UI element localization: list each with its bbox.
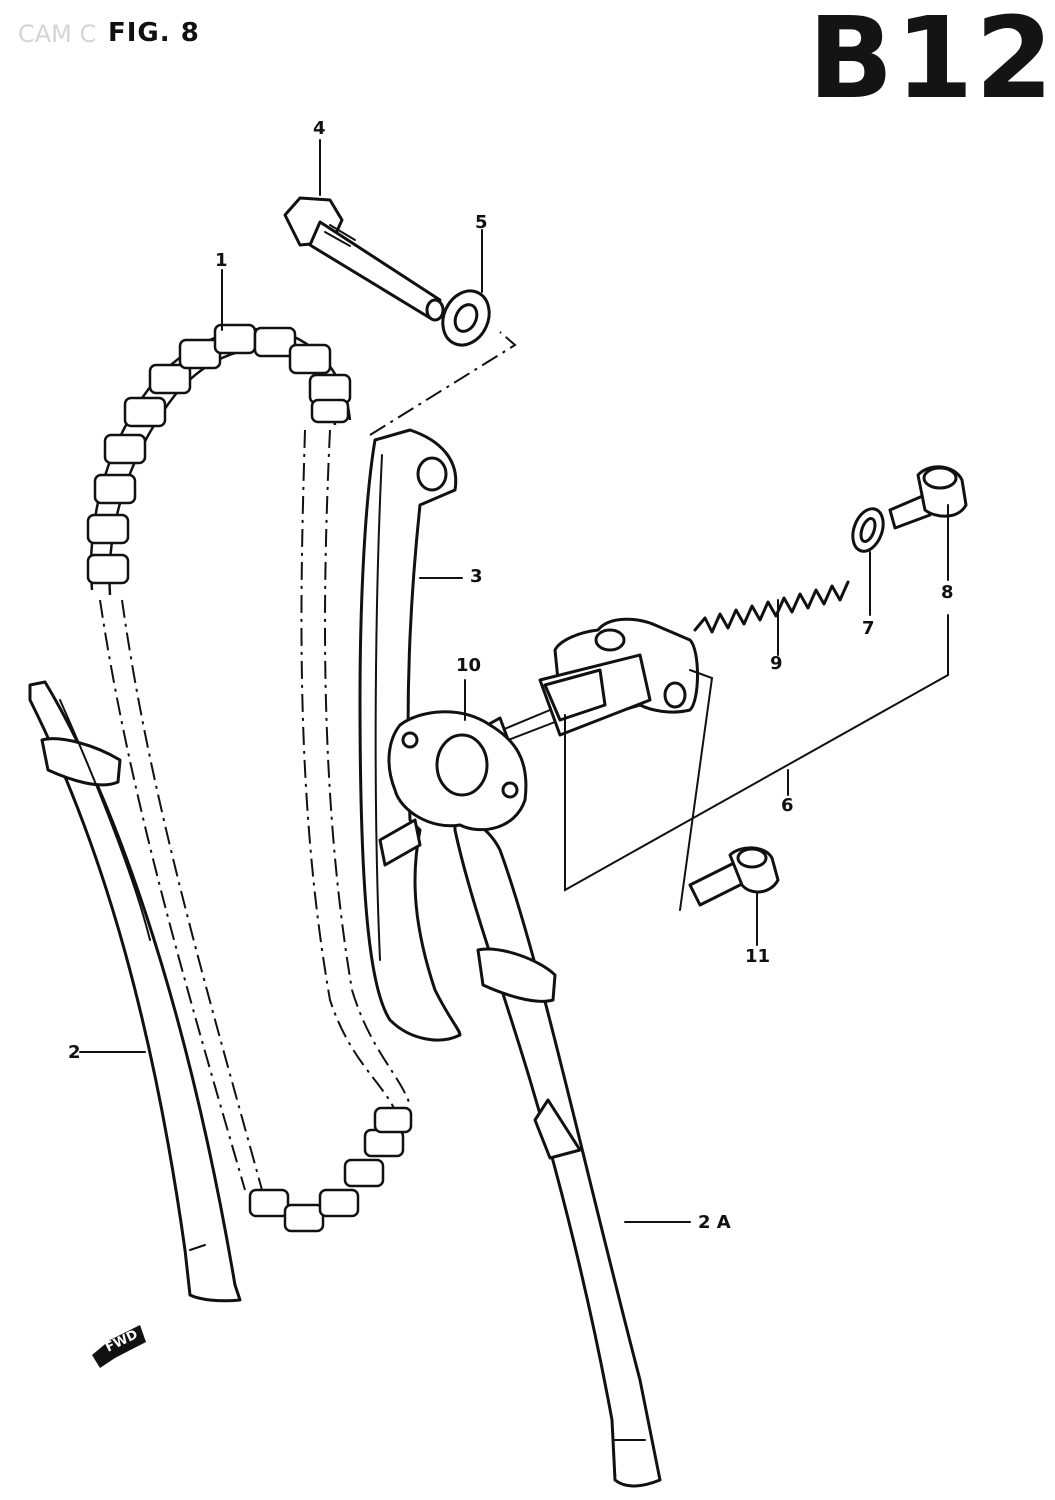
leader-lines: [79, 139, 949, 1223]
cam-chain: [86, 323, 413, 1233]
pivot-bolt: [283, 196, 445, 322]
gasket-7: [851, 507, 885, 553]
callout-1: 1: [215, 250, 228, 271]
exploded-parts-diagram: FWD: [28, 139, 968, 1488]
callout-6: 6: [781, 795, 794, 816]
callout-2: 2: [68, 1042, 81, 1063]
chain-tensioner-arm: [358, 428, 462, 1042]
chain-links-upper: [86, 323, 352, 585]
callout-9: 9: [770, 653, 783, 674]
chain-guide-right: [453, 817, 662, 1488]
chain-guide-left: [28, 680, 242, 1303]
callout-2a: 2 A: [698, 1212, 731, 1233]
tensioner-assembly: [480, 617, 699, 754]
cap-bolt-8: [888, 465, 968, 530]
callout-11: 11: [745, 946, 771, 967]
forward-arrow: FWD: [92, 1325, 146, 1368]
callout-5: 5: [475, 212, 488, 233]
tensioner-spring: [693, 580, 850, 634]
callout-8: 8: [941, 582, 954, 603]
callout-7: 7: [862, 618, 875, 639]
gasket-10: [387, 710, 528, 832]
chain-links-lower: [248, 1106, 413, 1233]
callout-10: 10: [456, 655, 482, 676]
figure-label: FIG. 8: [108, 18, 200, 48]
diagram-code: B12: [808, 0, 1055, 124]
washer-5: [441, 289, 491, 347]
callout-3: 3: [470, 566, 483, 587]
callout-4: 4: [313, 118, 326, 139]
ghost-caption: CAM C: [18, 20, 97, 48]
mounting-bolt-11: [688, 846, 780, 907]
